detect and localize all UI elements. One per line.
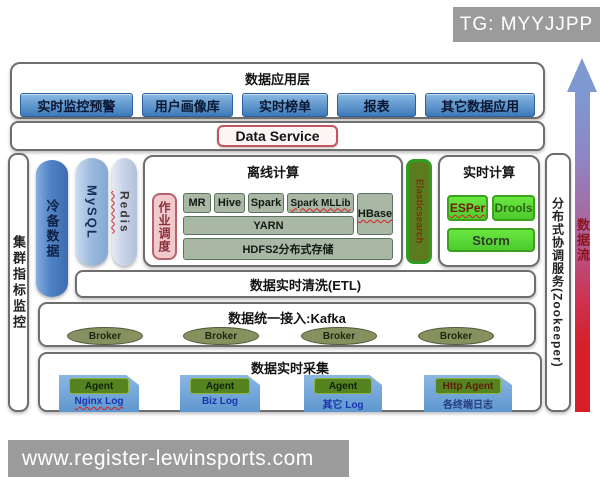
redis-label: Redis — [117, 190, 132, 234]
zookeeper-coordination-bar: 分布式协调服务(Zookeeper) — [545, 153, 571, 412]
agent-nginx-chip: Agent — [69, 378, 129, 394]
app-realtime-ranking: 实时榜单 — [241, 93, 329, 117]
mapreduce-box: MR — [183, 193, 211, 213]
kafka-broker-4: Broker — [418, 327, 494, 345]
data-service-layer: Data Service — [10, 121, 545, 151]
data-application-layer-title: 数据应用层 — [244, 72, 310, 87]
offline-computing-box: 离线计算 作业调度 MR Hive Spark Spark MLLib HBas… — [143, 155, 403, 267]
site-watermark: www.register-lewinsports.com — [8, 440, 349, 477]
agent-other-chip: Agent — [314, 378, 372, 394]
esper-box: ESPer — [447, 195, 488, 221]
kafka-broker-3: Broker — [301, 327, 377, 345]
mysql-cylinder: MySQL — [76, 158, 108, 266]
yarn-box: YARN — [183, 216, 354, 235]
data-flow-label-wrap: 数据流 — [574, 214, 591, 266]
spark-box: Spark — [248, 193, 284, 213]
realtime-computing-box: 实时计算 ESPer Drools Storm — [438, 155, 540, 267]
kafka-ingestion-title: 数据统一接入:Kafka — [228, 311, 346, 326]
cluster-metrics-monitor-label: 集群指标监控 — [11, 234, 26, 331]
agent-nginx: Agent Nginx Log — [59, 375, 139, 412]
app-realtime-monitor-alert: 实时监控预警 — [20, 93, 133, 117]
agent-http-source: 各终端日志 — [443, 400, 493, 411]
realtime-collection-title: 数据实时采集 — [250, 361, 329, 376]
job-scheduler-label: 作业调度 — [157, 200, 171, 253]
data-flow-arrow-head-icon — [567, 58, 597, 92]
agent-http: Http Agent 各终端日志 — [424, 375, 512, 412]
app-other-data-apps: 其它数据应用 — [425, 93, 536, 117]
elasticsearch-bar: Elasticsearch — [406, 159, 432, 264]
app-user-profile-store: 用户画像库 — [141, 93, 233, 117]
hbase-box: HBase — [357, 193, 393, 235]
realtime-computing-title: 实时计算 — [462, 165, 515, 180]
kafka-broker-2: Broker — [183, 327, 259, 345]
cold-backup-data-label: 冷备数据 — [44, 198, 60, 259]
etl-cleaning-layer: 数据实时清洗(ETL) — [75, 270, 536, 298]
agent-biz-source: Biz Log — [201, 396, 239, 407]
spark-mllib-box: Spark MLLib — [287, 193, 354, 213]
data-flow-label: 数据流 — [575, 217, 590, 263]
kafka-broker-1: Broker — [67, 327, 143, 345]
etl-cleaning-title: 数据实时清洗(ETL) — [249, 277, 362, 293]
data-application-layer: 数据应用层 实时监控预警 用户画像库 实时榜单 报表 其它数据应用 — [10, 62, 545, 119]
storm-box: Storm — [447, 228, 535, 252]
application-button-row: 实时监控预警 用户画像库 实时榜单 报表 其它数据应用 — [12, 88, 543, 117]
zookeeper-coordination-label: 分布式协调服务(Zookeeper) — [550, 197, 565, 368]
agent-other-source: 其它 Log — [322, 400, 364, 411]
realtime-collection-layer: 数据实时采集 Agent Nginx Log Agent Biz Log Age… — [38, 352, 542, 412]
kafka-ingestion-layer: 数据统一接入:Kafka Broker Broker Broker Broker — [38, 302, 536, 347]
agent-biz-chip: Agent — [190, 378, 250, 394]
cold-backup-data-cylinder: 冷备数据 — [36, 160, 68, 297]
telegram-watermark: TG: MYYJJPP — [453, 7, 600, 42]
elasticsearch-label: Elasticsearch — [413, 179, 425, 244]
site-watermark-text: www.register-lewinsports.com — [22, 446, 314, 470]
mysql-label: MySQL — [84, 184, 100, 240]
agent-other: Agent 其它 Log — [304, 375, 382, 412]
data-service-badge: Data Service — [217, 125, 338, 147]
data-flow-arrow-body — [575, 90, 590, 412]
redis-cylinder: Redis — [112, 158, 137, 266]
hive-box: Hive — [214, 193, 245, 213]
hdfs-storage-box: HDFS2分布式存储 — [183, 238, 393, 260]
offline-computing-title: 离线计算 — [246, 165, 299, 180]
job-scheduler-box: 作业调度 — [152, 193, 177, 260]
agent-biz: Agent Biz Log — [180, 375, 260, 412]
agent-http-chip: Http Agent — [435, 378, 501, 394]
app-reports: 报表 — [337, 93, 417, 117]
cluster-metrics-monitor-bar: 集群指标监控 — [8, 153, 29, 412]
telegram-watermark-text: TG: MYYJJPP — [459, 13, 594, 35]
drools-box: Drools — [492, 195, 535, 221]
agent-nginx-source: Nginx Log — [74, 396, 124, 407]
